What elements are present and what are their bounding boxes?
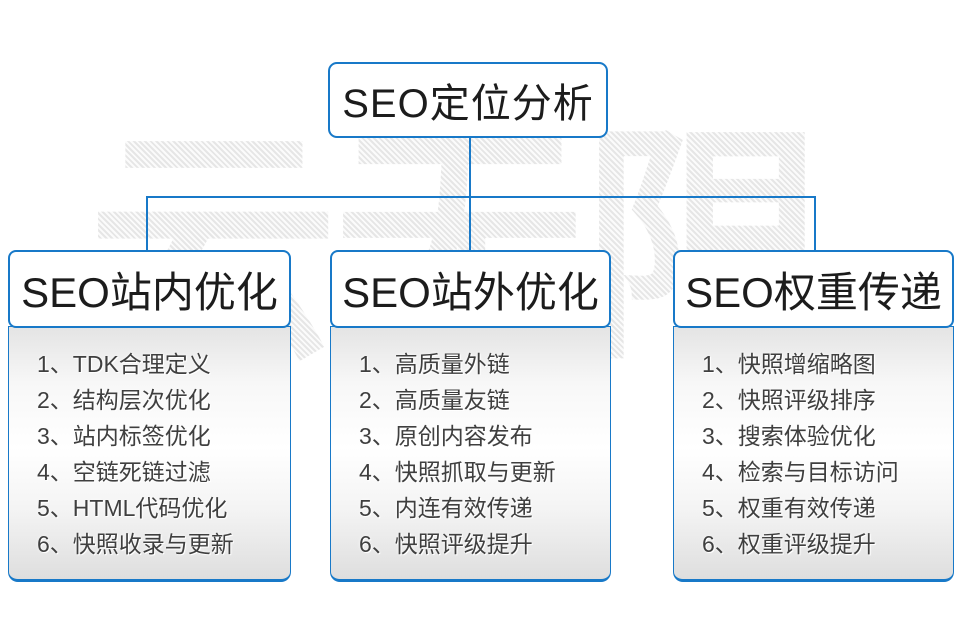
list-panel: 1、高质量外链 2、高质量友链 3、原创内容发布 4、快照抓取与更新 5、内连有… [330, 326, 611, 582]
column-header-box: SEO站外优化 [330, 250, 611, 328]
connector-drop-right [814, 196, 816, 252]
column-header-box: SEO权重传递 [673, 250, 954, 328]
column-weight-transfer: SEO权重传递 1、快照增缩略图 2、快照评级排序 3、搜索体验优化 4、检索与… [673, 250, 954, 582]
list-item: 4、检索与目标访问 [702, 459, 899, 485]
list-item: 1、高质量外链 [359, 351, 510, 377]
list-item: 6、快照评级提升 [359, 531, 533, 557]
column-header-label: SEO站外优化 [342, 268, 599, 316]
list-item: 3、搜索体验优化 [702, 423, 876, 449]
list-item: 2、高质量友链 [359, 387, 510, 413]
column-header-box: SEO站内优化 [8, 250, 291, 328]
list-item: 2、结构层次优化 [37, 387, 211, 413]
list-item: 4、空链死链过滤 [37, 459, 211, 485]
root-node: SEO定位分析 [328, 62, 608, 138]
connector-drop-left [146, 196, 148, 252]
connector-drop-middle [469, 196, 471, 252]
list-item: 4、快照抓取与更新 [359, 459, 556, 485]
item-list: 1、TDK合理定义 2、结构层次优化 3、站内标签优化 4、空链死链过滤 5、H… [37, 346, 284, 562]
item-list: 1、高质量外链 2、高质量友链 3、原创内容发布 4、快照抓取与更新 5、内连有… [359, 346, 604, 562]
column-header-label: SEO权重传递 [685, 268, 942, 316]
list-item: 6、快照收录与更新 [37, 531, 234, 557]
list-item: 1、快照增缩略图 [702, 351, 876, 377]
column-offsite-optimization: SEO站外优化 1、高质量外链 2、高质量友链 3、原创内容发布 4、快照抓取与… [330, 250, 611, 582]
list-item: 3、站内标签优化 [37, 423, 211, 449]
list-item: 3、原创内容发布 [359, 423, 533, 449]
item-list: 1、快照增缩略图 2、快照评级排序 3、搜索体验优化 4、检索与目标访问 5、权… [702, 346, 947, 562]
root-node-label: SEO定位分析 [342, 82, 594, 126]
column-onsite-optimization: SEO站内优化 1、TDK合理定义 2、结构层次优化 3、站内标签优化 4、空链… [8, 250, 291, 582]
connector-root-trunk [469, 138, 471, 198]
list-item: 6、权重评级提升 [702, 531, 876, 557]
list-item: 5、权重有效传递 [702, 495, 876, 521]
list-item: 2、快照评级排序 [702, 387, 876, 413]
column-header-label: SEO站内优化 [21, 268, 278, 316]
list-item: 5、HTML代码优化 [37, 495, 228, 521]
list-item: 5、内连有效传递 [359, 495, 533, 521]
list-panel: 1、快照增缩略图 2、快照评级排序 3、搜索体验优化 4、检索与目标访问 5、权… [673, 326, 954, 582]
list-item: 1、TDK合理定义 [37, 351, 211, 377]
connector-horizontal-rail [146, 196, 816, 198]
list-panel: 1、TDK合理定义 2、结构层次优化 3、站内标签优化 4、空链死链过滤 5、H… [8, 326, 291, 582]
